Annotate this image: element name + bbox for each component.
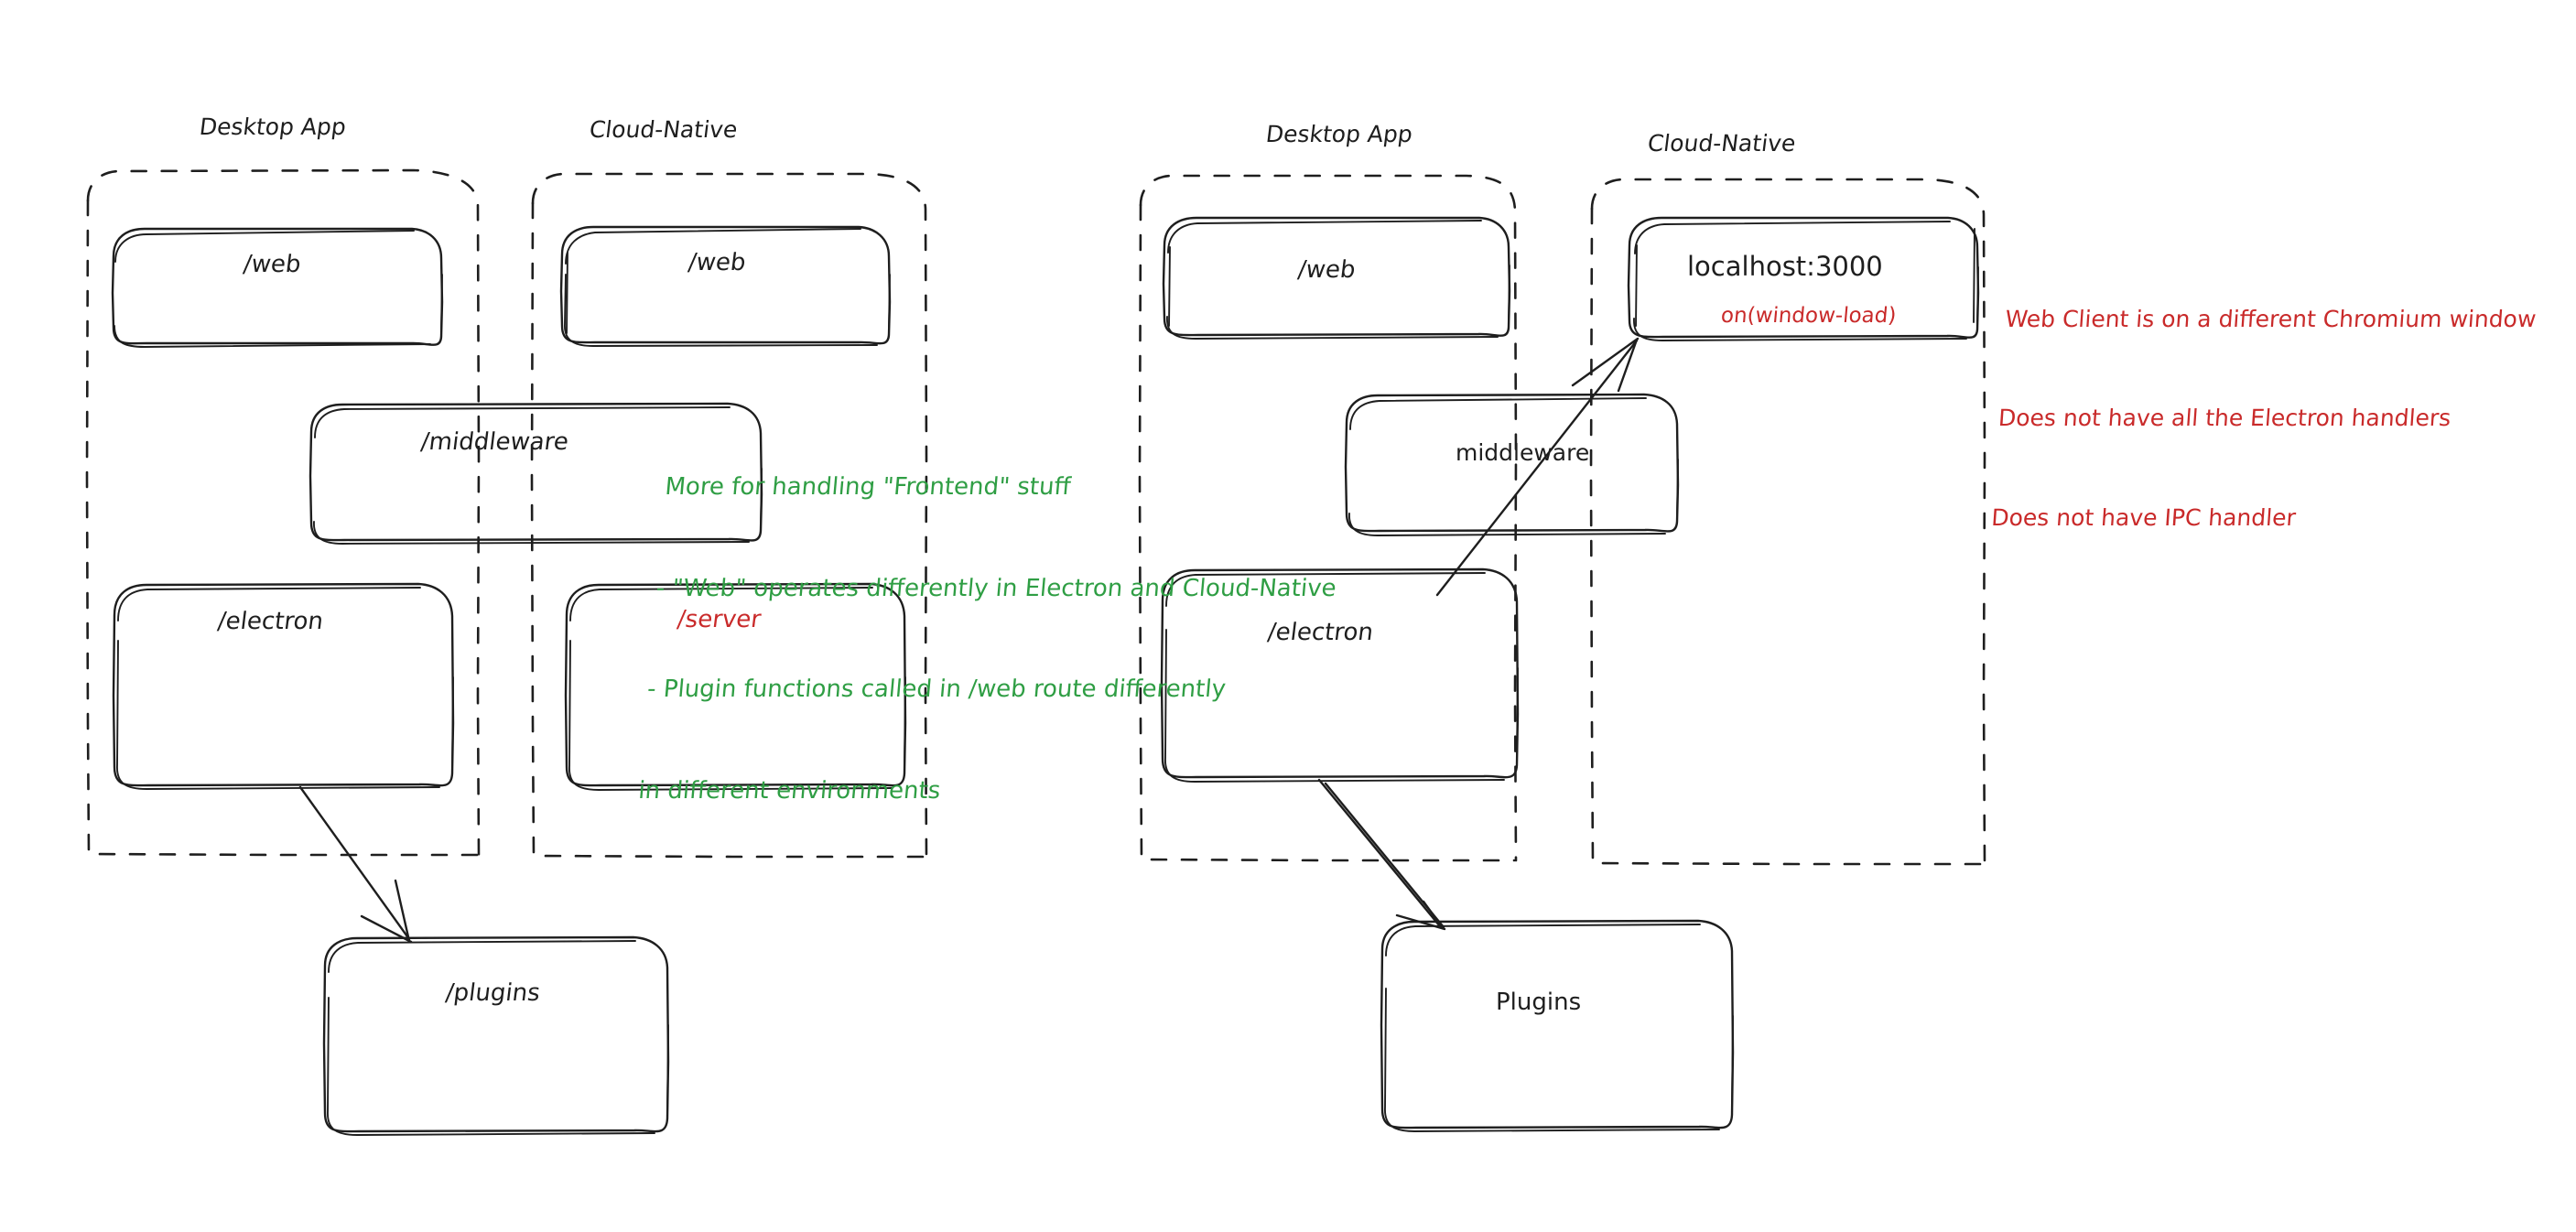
green-note-line-4: in different environments — [637, 776, 942, 805]
left-cloud-container — [530, 172, 928, 859]
red-note-line-1: Web Client is on a different Chromium wi… — [2004, 305, 2538, 332]
right-plugins-label: Plugins — [1496, 989, 1582, 1016]
right-desktop-title: Desktop App — [1264, 121, 1414, 147]
right-cloud-localhost-box — [1627, 216, 1980, 341]
green-note-line-2: - "Web" operates differently in Electron… — [655, 574, 1337, 602]
right-electron-to-localhost-arrow — [1435, 337, 1640, 597]
left-plugins-box — [322, 935, 670, 1136]
green-note: More for handling "Frontend" stuff - "We… — [631, 403, 1352, 876]
left-desktop-web-box — [111, 227, 444, 348]
right-desktop-web-label: /web — [1296, 256, 1358, 284]
right-desktop-web-box — [1162, 216, 1511, 340]
left-middleware-box — [308, 402, 763, 545]
left-desktop-container — [85, 168, 481, 857]
left-desktop-electron-label: /electron — [216, 608, 325, 635]
left-cloud-web-label: /web — [687, 249, 748, 276]
left-electron-to-plugins-arrow — [298, 785, 413, 944]
green-note-line-3: - Plugin functions called in /web route … — [645, 675, 1228, 704]
right-cloud-title: Cloud-Native — [1646, 130, 1798, 157]
right-cloud-localhost-label: localhost:3000 — [1687, 251, 1883, 282]
right-cloud-localhost-sublabel: on(window-load) — [1719, 304, 1898, 328]
right-desktop-electron-box — [1160, 567, 1520, 783]
left-plugins-label: /plugins — [444, 979, 542, 1007]
green-note-line-1: More for handling "Frontend" stuff — [664, 472, 1072, 501]
left-cloud-title: Cloud-Native — [588, 116, 740, 143]
right-desktop-electron-label: /electron — [1266, 619, 1375, 646]
right-middleware-label: middleware — [1456, 439, 1590, 466]
left-cloud-server-box — [564, 582, 907, 791]
red-note-line-3: Does not have IPC handler — [1990, 504, 2297, 531]
left-cloud-web-box — [559, 225, 892, 347]
right-middleware-box — [1344, 393, 1680, 536]
red-note-line-2: Does not have all the Electron handlers — [1997, 405, 2452, 432]
left-middleware-label: /middleware — [419, 428, 570, 456]
right-cloud-container — [1589, 178, 1986, 866]
right-electron-to-plugins-arrow — [1317, 778, 1446, 931]
left-desktop-electron-box — [112, 582, 455, 790]
left-desktop-web-label: /web — [242, 251, 303, 278]
red-note: Web Client is on a different Chromium wi… — [1986, 236, 2542, 601]
right-plugins-box — [1380, 919, 1735, 1132]
right-desktop-container — [1138, 174, 1518, 862]
left-desktop-title: Desktop App — [198, 113, 348, 140]
